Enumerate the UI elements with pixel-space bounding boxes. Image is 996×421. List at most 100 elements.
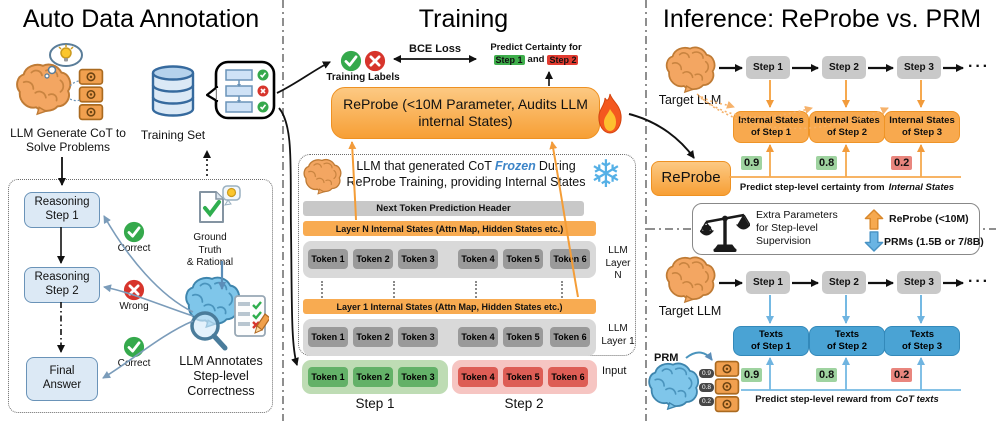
prm-label: PRM	[654, 352, 679, 364]
panel-title-annotation: Auto Data Annotation	[22, 5, 260, 33]
frozen-word: Frozen	[494, 159, 536, 173]
step-box-prm-3: Step 3	[897, 271, 941, 294]
reward-value-2: 0.8	[816, 368, 838, 382]
divider-left	[282, 0, 284, 421]
frozen-text-pre: LLM that generated CoT	[356, 159, 492, 173]
wrong-label: Wrong	[119, 301, 149, 312]
token: Token 5	[503, 327, 543, 347]
layer-dots	[561, 281, 563, 298]
steps-ellipsis-2: ···	[968, 273, 990, 290]
annotator-caption: LLM Annotates Step-level Correctness	[179, 354, 263, 398]
steps-ellipsis-1: ···	[968, 58, 990, 75]
token: Token 4	[458, 327, 498, 347]
input-label: Input	[602, 365, 627, 377]
token: Token 3	[398, 367, 438, 387]
reprobe-training-box: ReProbe (<10M Parameter, Audits LLM inte…	[331, 87, 600, 139]
token: Token 2	[353, 249, 393, 269]
token: Token 1	[308, 249, 348, 269]
legend-box	[692, 203, 980, 255]
layer-dots	[475, 281, 477, 298]
token: Token 3	[398, 327, 438, 347]
training-label-cross-icon	[364, 50, 386, 72]
cot-cubes-icon	[78, 68, 105, 122]
layer-1-token-row: Token 1 Token 2 Token 3 Token 4 Token 5 …	[303, 319, 596, 356]
certainty-value-3: 0.2	[891, 156, 913, 170]
divider-right	[645, 0, 647, 421]
legend-text: Extra Parameters for Step-level Supervis…	[756, 209, 838, 248]
step-box-prm-2: Step 2	[822, 271, 866, 294]
step-2-caption: Step 2	[504, 396, 544, 411]
predict-certainty-chips: Step 1 and Step 2	[480, 54, 592, 65]
target-llm-label-1: Target LLM	[658, 93, 722, 107]
prm-brain-icon	[646, 362, 700, 410]
texts-box-1: Texts of Step 1	[733, 326, 809, 356]
token: Token 6	[548, 367, 588, 387]
reward-caption-em: CoT texts	[895, 394, 939, 405]
target-llm-label-2: Target LLM	[658, 304, 722, 318]
step2-chip: Step 2	[547, 54, 579, 65]
layer-n-token-row: Token 1 Token 2 Token 3 Token 4 Token 5 …	[303, 241, 596, 278]
scales-icon	[700, 213, 750, 252]
layer-dots	[393, 281, 395, 298]
llm-layer-1-label: LLM Layer 1	[601, 323, 635, 347]
internal-states-box-3: Internal States of Step 3	[884, 111, 960, 143]
certainty-caption-em: Internal States	[888, 182, 955, 193]
token: Token 5	[503, 367, 543, 387]
layer-dots	[321, 281, 323, 298]
token: Token 5	[503, 249, 543, 269]
annotator-brain-icon	[185, 276, 269, 351]
step-box-2: Step 2	[822, 56, 866, 79]
reward-caption-pre: Predict step-level reward from	[755, 394, 892, 405]
next-token-header-bar: Next Token Prediction Header	[303, 201, 584, 216]
cot-bubble-icon	[206, 60, 276, 120]
token: Token 1	[308, 327, 348, 347]
token: Token 1	[308, 367, 348, 387]
training-set-label: Training Set	[140, 128, 206, 142]
token: Token 3	[398, 249, 438, 269]
token: Token 4	[458, 367, 498, 387]
final-answer-box: Final Answer	[26, 357, 98, 401]
llm-generate-caption: LLM Generate CoT to Solve Problems	[10, 126, 126, 155]
snowflake-icon: ❄	[590, 154, 622, 196]
token: Token 6	[550, 327, 590, 347]
legend-prms-label: PRMs (1.5B or 7/8B)	[884, 236, 984, 248]
training-labels-text: Training Labels	[326, 72, 400, 83]
token: Token 6	[550, 249, 590, 269]
bce-loss-label: BCE Loss	[409, 43, 461, 55]
certainty-value-1: 0.9	[741, 156, 763, 170]
llm-layer-n-label: LLM Layer N	[605, 245, 631, 281]
training-set-database-icon	[151, 65, 195, 117]
correct-check-icon	[123, 221, 145, 243]
ground-truth-label: Ground Truth & Rational	[186, 232, 234, 268]
step1-input-group: Token 1 Token 2 Token 3	[302, 360, 448, 394]
and-word: and	[527, 54, 545, 65]
step1-chip: Step 1	[493, 54, 525, 65]
step-1-caption: Step 1	[355, 396, 395, 411]
prm-down-arrow-icon	[864, 231, 884, 252]
reward-value-3: 0.2	[891, 368, 913, 382]
wrong-cross-icon	[123, 279, 145, 301]
token: Token 2	[353, 367, 393, 387]
texts-box-3: Texts of Step 3	[884, 326, 960, 356]
thought-bulb-icon	[44, 43, 83, 79]
step-box-1: Step 1	[746, 56, 790, 79]
texts-box-2: Texts of Step 2	[809, 326, 885, 356]
step2-input-group: Token 4 Token 5 Token 6	[452, 360, 597, 394]
certainty-value-2: 0.8	[816, 156, 838, 170]
reasoning-step-1-box: Reasoning Step 1	[24, 192, 100, 228]
fire-icon	[598, 93, 622, 134]
layer-1-states-bar: Layer 1 Internal States (Attn Map, Hidde…	[303, 299, 596, 314]
internal-states-box-2: Internal States of Step 2	[809, 111, 885, 143]
legend-reprobe-label: ReProbe (<10M)	[889, 213, 969, 225]
certainty-caption-pre: Predict step-level certainty from	[739, 182, 885, 193]
panel-title-inference: Inference: ReProbe vs. PRM	[662, 5, 982, 33]
step-box-prm-1: Step 1	[746, 271, 790, 294]
training-label-check-icon	[340, 50, 362, 72]
token: Token 4	[458, 249, 498, 269]
correct-label-1: Correct	[117, 243, 151, 254]
prm-cubes-icon	[714, 360, 741, 414]
correct-label-2: Correct	[117, 358, 151, 369]
